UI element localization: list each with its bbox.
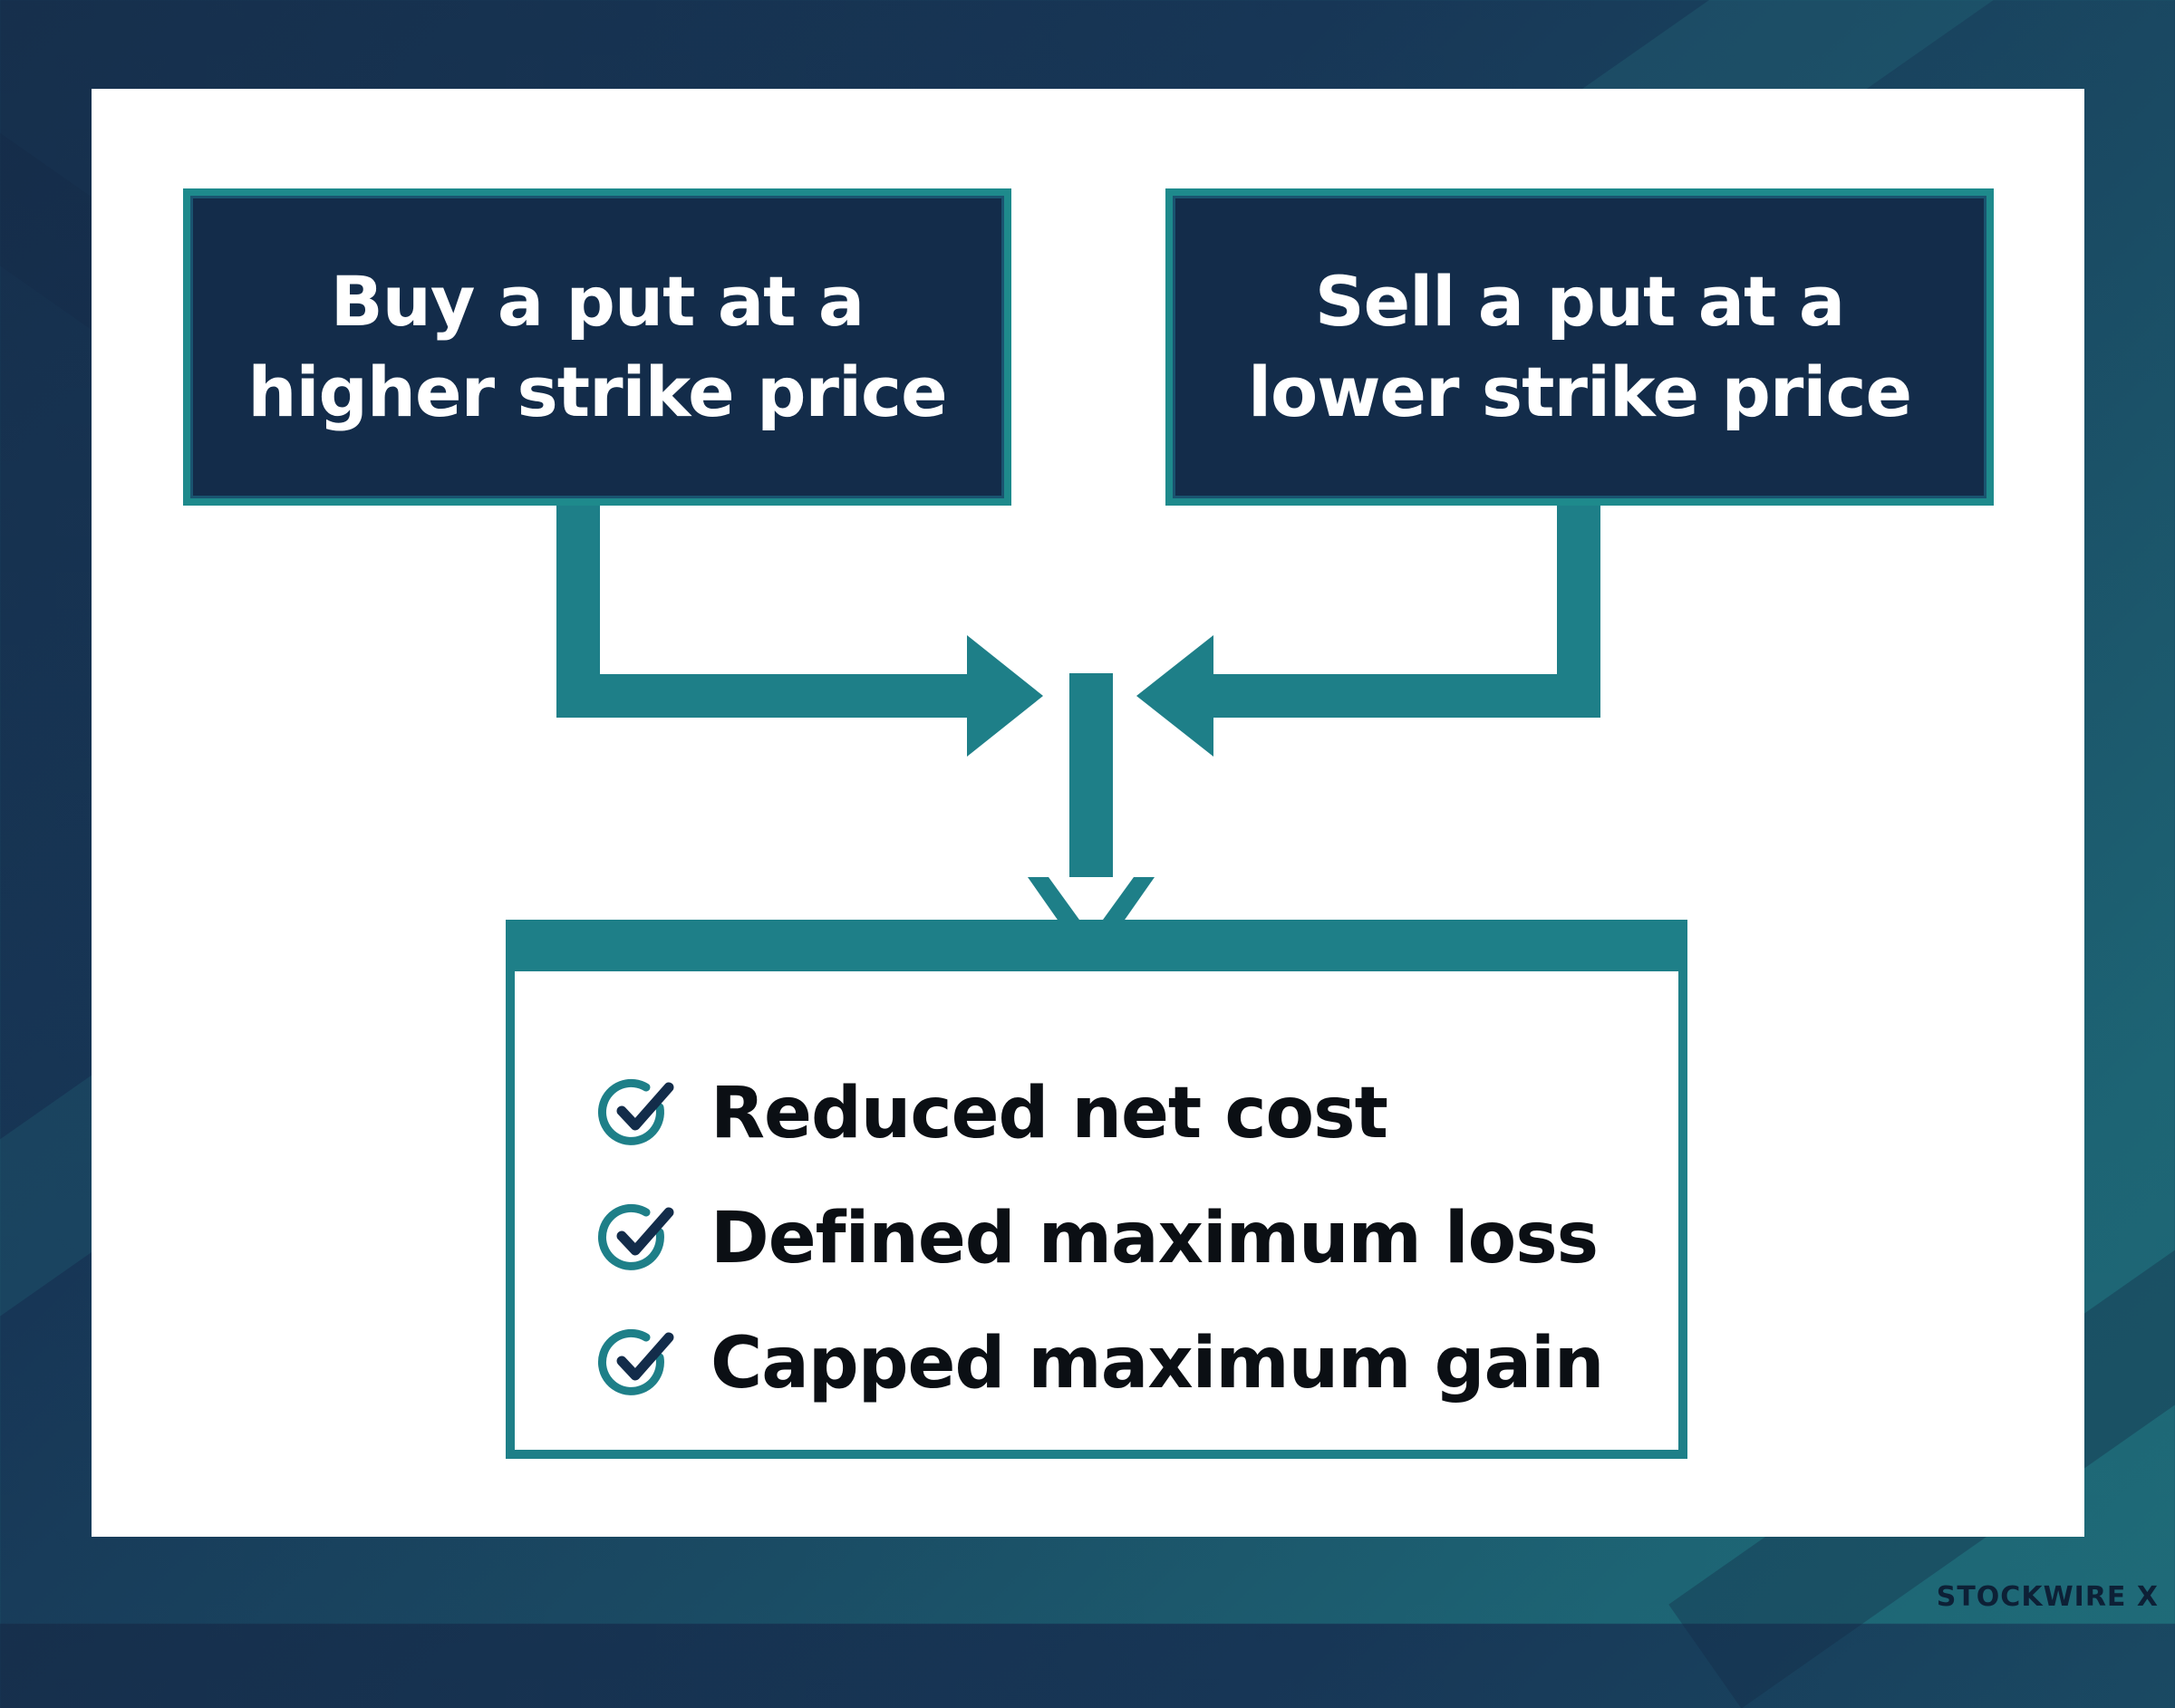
right-arrowhead	[1136, 635, 1213, 757]
check-circle-icon	[598, 1203, 674, 1270]
benefit-reduced-cost: Reduced net cost	[710, 1073, 1388, 1154]
left-connector-arrow	[556, 506, 967, 718]
sell-put-box: Sell a put at a lower strike price	[1165, 188, 1994, 506]
connector-arrows	[556, 506, 1600, 972]
list-item: Capped maximum gain	[596, 1301, 1604, 1426]
sell-put-line-2: lower strike price	[1247, 352, 1912, 432]
benefit-capped-gain: Capped maximum gain	[710, 1323, 1604, 1404]
benefit-list: Reduced net cost Defined maximum loss Ca…	[596, 1051, 1604, 1426]
buy-put-line-1: Buy a put at a	[330, 261, 865, 342]
check-circle-icon	[598, 1328, 674, 1395]
sell-put-label: Sell a put at a lower strike price	[1247, 256, 1912, 438]
result-box-header	[515, 920, 1678, 971]
diagram-panel: Buy a put at a higher strike price Sell …	[92, 89, 2084, 1537]
list-item: Defined maximum loss	[596, 1176, 1603, 1301]
result-box: Reduced net cost Defined maximum loss Ca…	[506, 920, 1687, 1459]
left-arrowhead	[967, 635, 1043, 757]
buy-put-line-2: higher strike price	[247, 352, 947, 432]
center-arrowhead-inner	[1049, 877, 1134, 936]
right-connector-arrow	[1213, 506, 1600, 718]
check-circle-icon	[598, 1078, 674, 1145]
sell-put-line-1: Sell a put at a	[1314, 261, 1845, 342]
buy-put-label: Buy a put at a higher strike price	[247, 256, 947, 438]
list-item: Reduced net cost	[596, 1051, 1603, 1176]
benefit-defined-loss: Defined maximum loss	[710, 1198, 1599, 1279]
watermark-logo: STOCKWIRE X	[1936, 1581, 2159, 1613]
buy-put-box: Buy a put at a higher strike price	[183, 188, 1011, 506]
